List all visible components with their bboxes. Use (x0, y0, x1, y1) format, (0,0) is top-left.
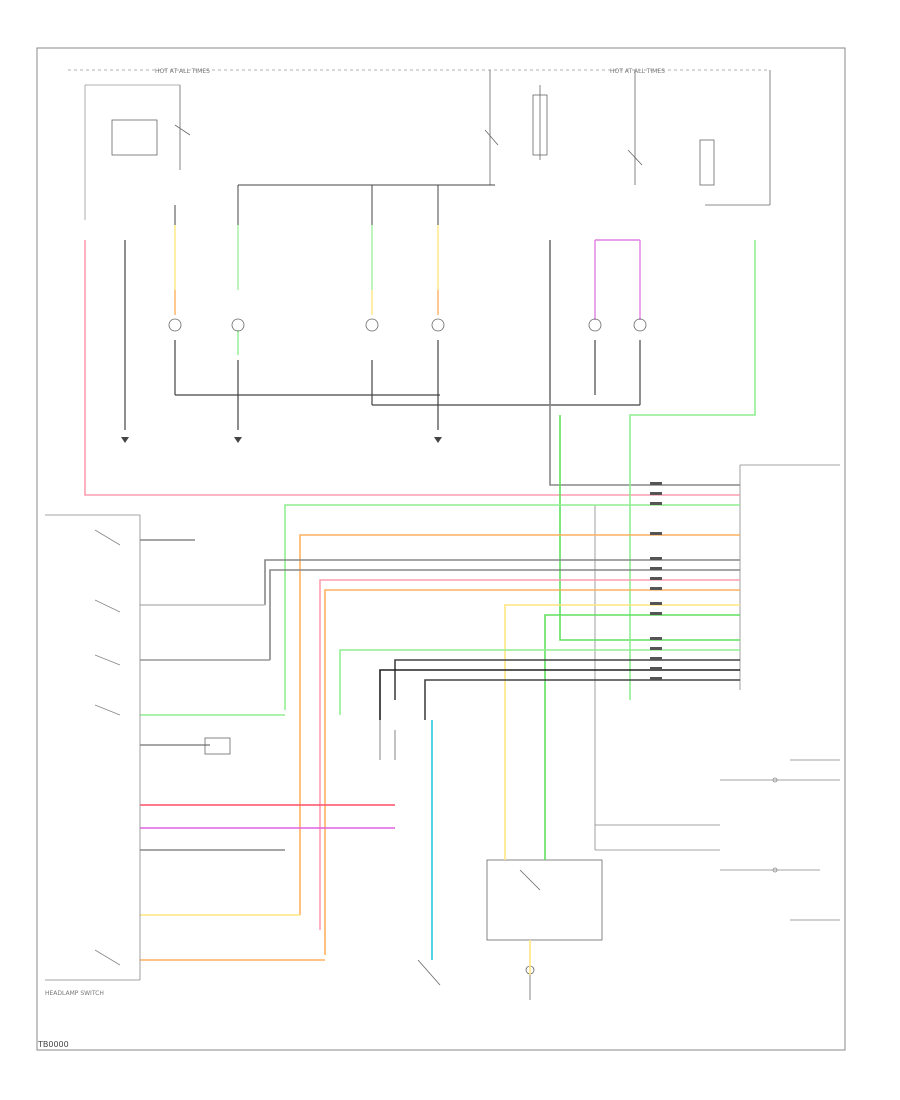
diagram-code: TB0000 (38, 1040, 69, 1049)
diagram-frame (36, 47, 846, 1051)
switch-wires (140, 539, 395, 961)
hot-label-left: HOT AT ALL TIMES (155, 68, 210, 75)
lamp-symbols (168, 318, 647, 332)
bcm-lower-components (720, 759, 840, 921)
turn-signal-wires (504, 815, 546, 975)
ambient-sensor (204, 720, 396, 760)
bcm-module (594, 464, 840, 851)
bcm-pin-marks (650, 482, 662, 680)
lamp-feed-bus (174, 184, 495, 225)
headlamp-switch-box (45, 514, 141, 981)
ground-bus (124, 240, 641, 430)
hot-label-right: HOT AT ALL TIMES (610, 68, 665, 75)
harness-wires (84, 240, 756, 955)
lamp-branches (174, 225, 641, 355)
ground-symbols (121, 437, 442, 443)
cyan-wire (417, 720, 441, 986)
relay-top-left (111, 85, 191, 170)
power-bus-top (68, 69, 770, 220)
headlamp-switch-label: HEADLAMP SWITCH (45, 990, 104, 997)
turn-signal-switch (486, 859, 603, 1000)
relay-top-right (627, 70, 771, 206)
relay-top-middle (484, 70, 548, 185)
